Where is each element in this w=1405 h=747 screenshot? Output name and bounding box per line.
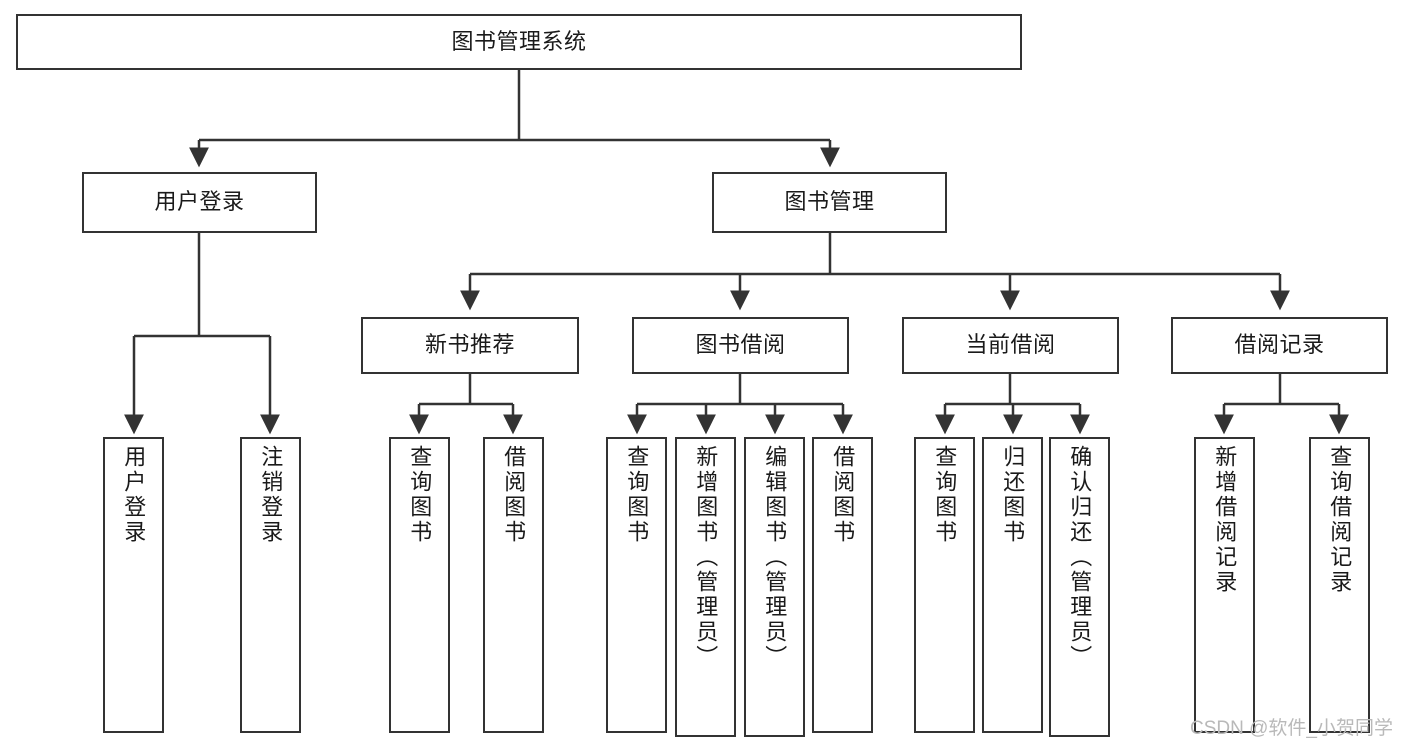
leaf-new-book-borrow[interactable]: 借阅图书 (483, 437, 544, 733)
leaf-current-borrow-return[interactable]: 归还图书 (982, 437, 1043, 733)
leaf-current-borrow-query[interactable]: 查询图书 (914, 437, 975, 733)
leaf-borrow-record-query[interactable]: 查询借阅记录 (1309, 437, 1370, 733)
node-new-book-recommend[interactable]: 新书推荐 (361, 317, 579, 374)
leaf-user-login-logout[interactable]: 注销登录 (240, 437, 301, 733)
node-label: 图书管理 (784, 189, 875, 215)
node-label: 借阅记录 (1234, 332, 1325, 358)
node-label: 确认归还（管理员） (1067, 445, 1093, 670)
node-label: 归还图书 (1000, 445, 1026, 545)
watermark-text: CSDN @软件_小贺同学 (1190, 718, 1393, 739)
leaf-user-login-login[interactable]: 用户登录 (103, 437, 164, 733)
leaf-borrow-record-add[interactable]: 新增借阅记录 (1194, 437, 1255, 733)
leaf-book-borrow-query[interactable]: 查询图书 (606, 437, 667, 733)
leaf-current-borrow-confirm-return[interactable]: 确认归还（管理员） (1049, 437, 1110, 737)
node-label: 当前借阅 (965, 332, 1056, 358)
node-root-system[interactable]: 图书管理系统 (16, 14, 1022, 70)
leaf-new-book-query[interactable]: 查询图书 (389, 437, 450, 733)
node-label: 查询图书 (624, 445, 650, 545)
node-label: 新书推荐 (424, 332, 515, 358)
node-label: 借阅图书 (501, 445, 527, 545)
node-current-borrow[interactable]: 当前借阅 (902, 317, 1119, 374)
node-label: 编辑图书（管理员） (762, 445, 788, 670)
node-label: 查询图书 (932, 445, 958, 545)
node-user-login[interactable]: 用户登录 (82, 172, 317, 233)
node-label: 图书管理系统 (451, 28, 587, 54)
node-label: 新增借阅记录 (1212, 445, 1238, 595)
node-label: 查询图书 (407, 445, 433, 545)
leaf-book-borrow-borrow[interactable]: 借阅图书 (812, 437, 873, 733)
node-label: 用户登录 (154, 189, 245, 215)
node-borrow-record[interactable]: 借阅记录 (1171, 317, 1388, 374)
leaf-book-borrow-add[interactable]: 新增图书（管理员） (675, 437, 736, 737)
node-book-management[interactable]: 图书管理 (712, 172, 947, 233)
node-label: 借阅图书 (830, 445, 856, 545)
leaf-book-borrow-edit[interactable]: 编辑图书（管理员） (744, 437, 805, 737)
node-label: 新增图书（管理员） (693, 445, 719, 670)
node-label: 注销登录 (258, 445, 284, 545)
node-book-borrow[interactable]: 图书借阅 (632, 317, 849, 374)
node-label: 查询借阅记录 (1327, 445, 1353, 595)
node-label: 图书借阅 (695, 332, 786, 358)
node-label: 用户登录 (121, 445, 147, 545)
